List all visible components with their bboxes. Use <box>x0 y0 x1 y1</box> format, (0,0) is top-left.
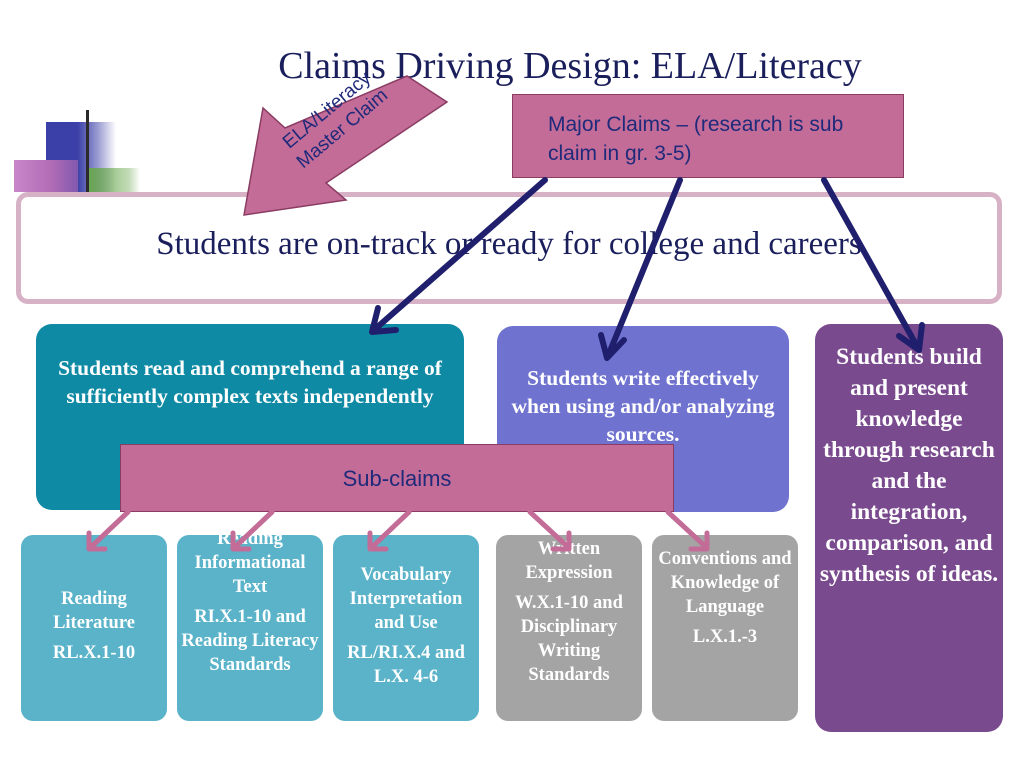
subclaim-standard: W.X.1-10 and Disciplinary Writing Standa… <box>515 593 623 685</box>
page-title: Claims Driving Design: ELA/Literacy <box>278 45 862 87</box>
major-claims-text: Major Claims – (research is sub claim in… <box>548 113 844 165</box>
subclaim-standard: L.X.1.-3 <box>692 627 758 647</box>
claim-reading-text: Students read and comprehend a range of … <box>58 356 442 408</box>
subclaim-standard: RL.X.1-10 <box>52 643 136 663</box>
decor-green-square <box>86 168 140 192</box>
decor-pink-square <box>14 160 78 192</box>
claim-writing-text: Students write effectively when using an… <box>511 366 775 446</box>
claim-research-text: Students build and present knowledge thr… <box>819 344 999 587</box>
subclaim-vocabulary: Vocabulary Interpretation and Use RL/RI.… <box>333 535 479 721</box>
subclaim-standard: RI.X.1-10 and Reading Literacy Standards <box>181 607 319 675</box>
subclaim-reading-informational: Reading Informational Text RI.X.1-10 and… <box>177 535 323 721</box>
major-claims-callout <box>512 94 904 178</box>
decor-vertical-line <box>86 110 89 194</box>
subclaims-label: Sub-claims <box>342 466 452 491</box>
subclaim-name: Vocabulary Interpretation and Use <box>349 565 463 633</box>
subclaim-standard: RL/RI.X.4 and L.X. 4-6 <box>347 643 465 687</box>
subclaim-name: Written Expression <box>525 539 613 583</box>
subclaim-name: Conventions and Knowledge of Language <box>658 549 792 617</box>
subclaim-name: Reading Informational Text <box>194 535 306 597</box>
claim-research-box <box>815 324 1003 732</box>
master-claim-text: Students are on-track or ready for colle… <box>156 226 862 262</box>
subclaim-conventions: Conventions and Knowledge of Language L.… <box>652 535 798 721</box>
subclaim-name: Reading Literature <box>53 589 135 633</box>
subclaim-written-expression: Written Expression W.X.1-10 and Discipli… <box>496 535 642 721</box>
subclaim-reading-literature: Reading Literature RL.X.1-10 <box>21 535 167 721</box>
